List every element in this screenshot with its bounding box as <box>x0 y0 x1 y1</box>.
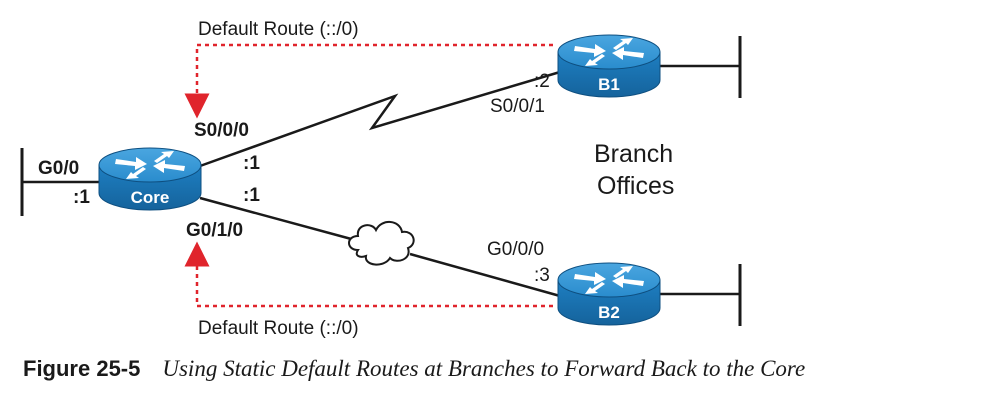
branch-offices-label-line1: Branch <box>594 140 673 168</box>
branch-offices-label-line2: Offices <box>597 172 674 200</box>
b1-router[interactable]: B1 <box>557 34 661 98</box>
core-router-arrows-icon <box>115 151 185 179</box>
core-s0-0-0-addr: :1 <box>243 153 260 174</box>
core-g0-1-0-addr: :1 <box>243 185 260 206</box>
core-router-label: Core <box>131 188 170 207</box>
b2-addr: :3 <box>534 265 550 286</box>
serial-link-core-b1 <box>199 70 561 168</box>
b1-s0-0-1-label: S0/0/1 <box>490 96 545 117</box>
core-g0-1-0-label: G0/1/0 <box>186 220 243 241</box>
network-diagram: Core B1 B2 G0/0 :1 S0/0/0 :1 :1 G0/1/0 :… <box>20 19 742 339</box>
ethernet-link-cloud-b2 <box>409 252 561 298</box>
core-router[interactable]: Core <box>98 147 202 211</box>
core-s0-0-0-label: S0/0/0 <box>194 120 249 141</box>
b1-router-label: B1 <box>598 75 620 94</box>
figure-caption: Figure 25-5 Using Static Default Routes a… <box>23 356 805 382</box>
b2-g0-0-0-label: G0/0/0 <box>487 239 544 260</box>
b1-addr: :2 <box>534 71 550 92</box>
b2-router-arrows-icon <box>574 266 644 294</box>
core-g0-0-label: G0/0 <box>38 158 79 179</box>
figure-caption-text: Using Static Default Routes at Branches … <box>162 356 806 381</box>
ethernet-link-core-cloud <box>199 196 356 242</box>
default-route-top-label: Default Route (::/0) <box>198 19 359 40</box>
b2-router[interactable]: B2 <box>557 262 661 326</box>
default-route-top-arrow <box>184 43 553 119</box>
wan-cloud-icon <box>348 221 415 266</box>
core-g0-0-addr: :1 <box>73 187 90 208</box>
b2-router-label: B2 <box>598 303 620 322</box>
default-route-bottom-arrow <box>184 241 553 308</box>
default-route-bottom-label: Default Route (::/0) <box>198 318 359 339</box>
b1-router-arrows-icon <box>574 38 644 66</box>
figure-number: Figure 25-5 <box>23 356 141 381</box>
